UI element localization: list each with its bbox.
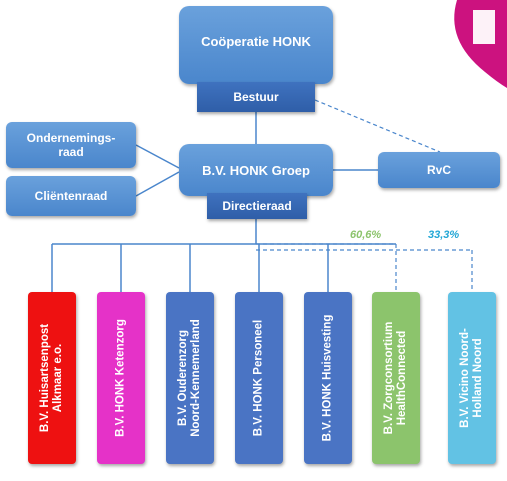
ondernemingsraad-label: Ondernemings- raad	[26, 131, 116, 159]
subsidiary-label: B.V. Zorgconsortium HealthConnected	[383, 321, 408, 435]
cooperatie-label: Coöperatie HONK	[201, 33, 311, 49]
subsidiary-box: B.V. Zorgconsortium HealthConnected	[372, 292, 420, 464]
subsidiary-box: B.V. Vicino Noord- Holland Noord	[448, 292, 496, 464]
rvc-box: RvC	[378, 152, 500, 188]
subsidiary-label: B.V. Huisartsenpost Alkmaar e.o.	[39, 323, 64, 433]
honk-logo-icon	[454, 0, 507, 88]
groep-label: B.V. HONK Groep	[202, 162, 310, 178]
zorgconsortium-percentage: 60,6%	[350, 229, 382, 241]
clientenraad-label: Cliëntenraad	[34, 189, 108, 203]
groep-box: B.V. HONK Groep	[179, 144, 333, 196]
directieraad-box: Directieraad	[207, 193, 307, 219]
subsidiary-box: B.V. HONK Ketenzorg	[97, 292, 145, 464]
subsidiary-box: B.V. Ouderenzorg Noord-Kennemerland	[166, 292, 214, 464]
cooperatie-box: Coöperatie HONK	[179, 6, 333, 84]
subsidiary-label: B.V. HONK Huisvesting	[321, 314, 334, 442]
directieraad-label: Directieraad	[222, 199, 292, 213]
rvc-label: RvC	[426, 163, 451, 177]
bestuur-label: Bestuur	[233, 90, 279, 104]
subsidiary-label: B.V. Ouderenzorg Noord-Kennemerland	[177, 319, 202, 437]
subsidiary-label: B.V. HONK Personeel	[252, 319, 265, 437]
subsidiary-label: B.V. HONK Ketenzorg	[114, 319, 127, 437]
subsidiary-box: B.V. HONK Huisvesting	[304, 292, 352, 464]
bestuur-box: Bestuur	[197, 82, 315, 112]
vicino-percentage: 33,3%	[428, 229, 460, 241]
ondernemingsraad-box: Ondernemings- raad	[6, 122, 136, 168]
subsidiary-label: B.V. Vicino Noord- Holland Noord	[459, 328, 484, 428]
clientenraad-box: Cliëntenraad	[6, 176, 136, 216]
subsidiary-box: B.V. Huisartsenpost Alkmaar e.o.	[28, 292, 76, 464]
subsidiary-box: B.V. HONK Personeel	[235, 292, 283, 464]
